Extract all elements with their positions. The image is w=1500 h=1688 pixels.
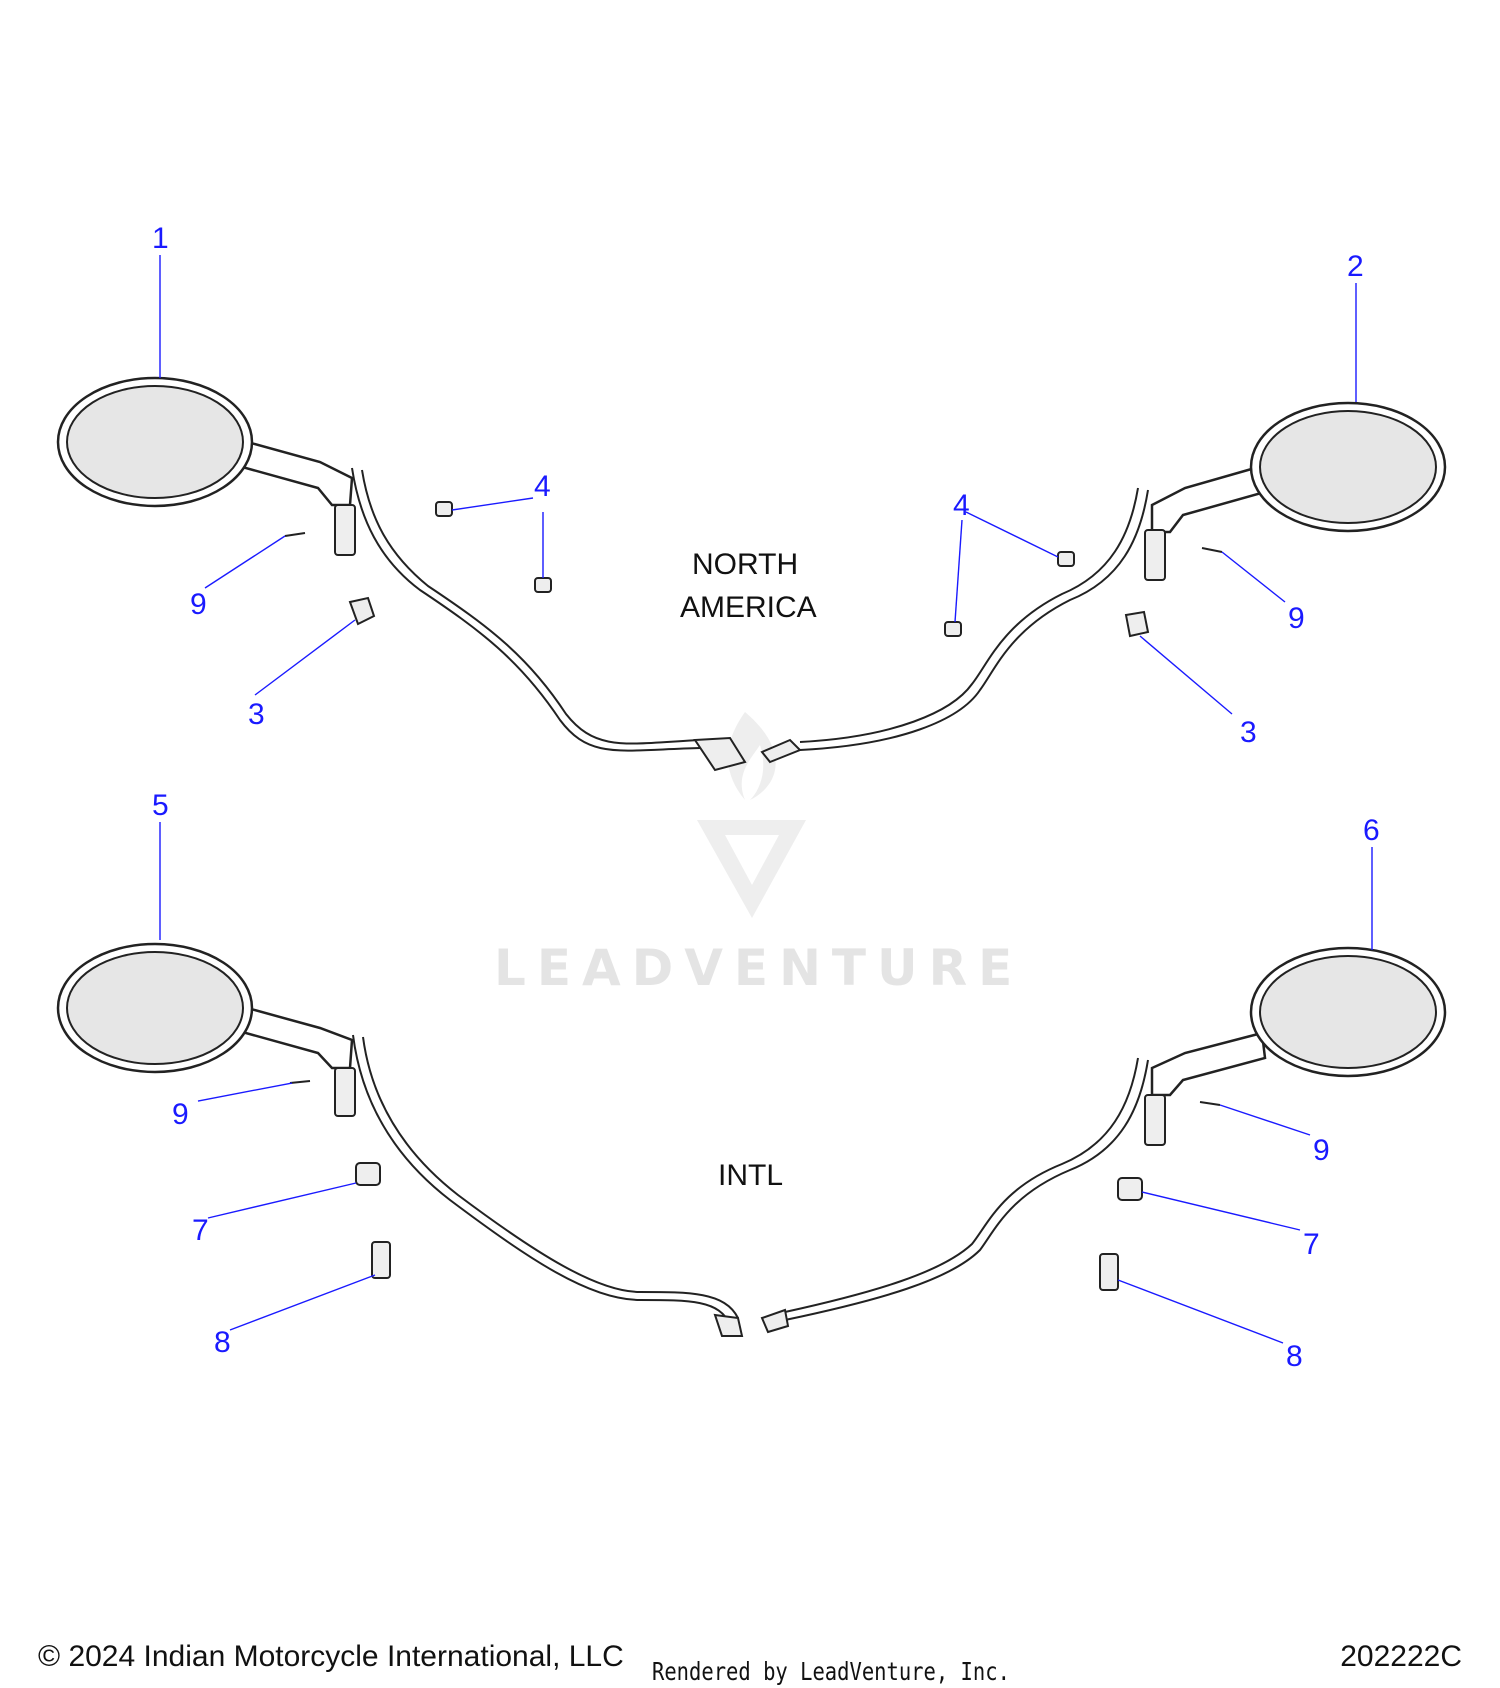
- callout-8-left: 8: [214, 1326, 231, 1359]
- callout-1: 1: [152, 222, 169, 255]
- north-america-label-line1: NORTH: [692, 548, 798, 581]
- callout-3-left: 3: [248, 698, 265, 731]
- callout-9-intl-right: 9: [1313, 1134, 1330, 1167]
- watermark-flame-icon: [728, 712, 776, 800]
- callout-9-na-right: 9: [1288, 602, 1305, 635]
- watermark-text: LEADVENTURE: [494, 939, 1023, 997]
- callouts: 1 2 3 3 4 4 9 9 5 6 9 9 7 7 8 8: [152, 222, 1380, 1373]
- copyright-text: © 2024 Indian Motorcycle International, …: [38, 1640, 624, 1673]
- callout-6: 6: [1363, 814, 1380, 847]
- mirror-left-intl: [56, 942, 744, 1337]
- mirror-right-intl: [760, 946, 1447, 1334]
- callout-5: 5: [152, 789, 169, 822]
- north-america-label-line2: AMERICA: [680, 591, 817, 624]
- intl-small-parts: [289, 1080, 1221, 1291]
- na-small-parts: [284, 501, 1223, 638]
- callout-4-right: 4: [953, 489, 970, 522]
- callout-9-na-left: 9: [190, 588, 207, 621]
- callout-8-right: 8: [1286, 1340, 1303, 1373]
- leadventure-watermark: LEADVENTURE: [494, 712, 1023, 997]
- intl-label: INTL: [718, 1159, 783, 1192]
- watermark-v-icon: [697, 820, 806, 918]
- callout-3-right: 3: [1240, 716, 1257, 749]
- callout-7-right: 7: [1303, 1228, 1320, 1261]
- callout-7-left: 7: [192, 1214, 209, 1247]
- mirror-right-north-america: [760, 401, 1447, 764]
- callout-9-intl-left: 9: [172, 1098, 189, 1131]
- callout-4-left: 4: [534, 470, 551, 503]
- diagram-id: 202222C: [1340, 1640, 1462, 1673]
- rendered-by-text: Rendered by LeadVenture, Inc.: [652, 1657, 1010, 1686]
- callout-2: 2: [1347, 250, 1364, 283]
- region-labels: NORTH AMERICA INTL: [680, 548, 817, 1192]
- mirror-left-north-america: [56, 376, 747, 772]
- leader-lines: [159, 255, 1373, 1344]
